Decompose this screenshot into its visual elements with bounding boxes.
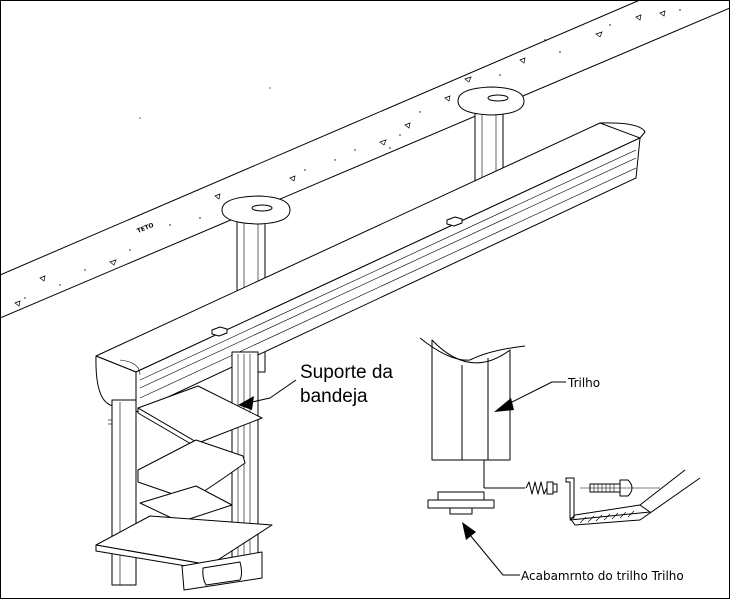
tray-support-callout: Suporte da bandeja (238, 362, 393, 410)
rail-label: Trilho (567, 376, 600, 390)
base-plate-right (457, 86, 525, 116)
tray-support-label-line1: Suporte da (300, 362, 393, 383)
base-plate-left (221, 195, 291, 225)
rail-beam (95, 122, 646, 413)
spring-and-bolt (525, 469, 701, 526)
tray-cart (95, 351, 273, 591)
rail-section-detail (419, 337, 526, 489)
tray-support-label-line2: bandeja (300, 386, 368, 407)
ceiling-label: TETO (136, 222, 155, 235)
rail-finish-callout: Acabamrnto do trilho Trilho (462, 522, 684, 583)
rail-finish-piece (427, 491, 495, 515)
concrete-texture (14, 9, 681, 307)
rail-finish-label: Acabamrnto do trilho Trilho (521, 569, 684, 583)
rail-callout: Trilho (494, 376, 600, 412)
